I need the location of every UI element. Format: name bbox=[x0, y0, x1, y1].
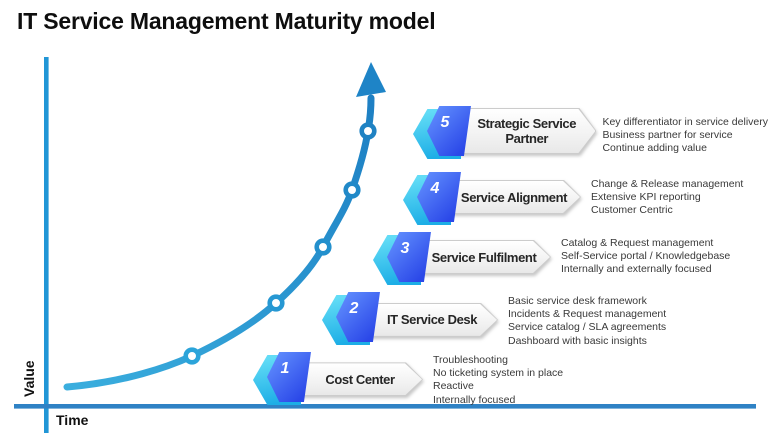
x-axis-label: Time bbox=[56, 412, 89, 428]
curve-marker bbox=[359, 122, 377, 140]
curve-marker bbox=[183, 347, 201, 365]
level-badge: 1 bbox=[253, 352, 311, 405]
level-number: 5 bbox=[440, 114, 450, 131]
level-title: Strategic Service Partner bbox=[477, 115, 577, 146]
banner-fill bbox=[292, 363, 422, 395]
level-banner: Service Alignment bbox=[441, 180, 581, 214]
maturity-level-2: 2 IT Service Desk Basic service desk fra… bbox=[322, 292, 666, 348]
level-title: Service Alignment bbox=[460, 189, 568, 205]
level-banner: Strategic Service Partner bbox=[451, 108, 596, 154]
level-title: Cost Center bbox=[325, 371, 395, 387]
level-description: Key differentiator in service delivery B… bbox=[602, 116, 768, 155]
banner-fill bbox=[361, 304, 497, 336]
level-number: 1 bbox=[280, 360, 290, 377]
maturity-level-1: 1 Cost Center Troubleshooting No ticketi… bbox=[253, 352, 563, 407]
maturity-level-4: 4 Service Alignment Change & Release man… bbox=[403, 172, 744, 225]
curve-arrowhead-icon bbox=[356, 62, 386, 97]
level-title: IT Service Desk bbox=[386, 312, 478, 328]
level-number: 3 bbox=[400, 240, 410, 257]
curve-marker bbox=[314, 238, 332, 256]
level-description: Change & Release management Extensive KP… bbox=[591, 178, 744, 217]
curve-markers bbox=[183, 122, 377, 365]
level-description: Troubleshooting No ticketing system in p… bbox=[433, 354, 564, 406]
maturity-level-3: 3 Service Fulfilment Catalog & Request m… bbox=[373, 232, 731, 285]
level-badge: 5 bbox=[413, 106, 471, 159]
banner-fill bbox=[442, 181, 580, 213]
level-number: 2 bbox=[349, 300, 359, 317]
level-banner: Service Fulfilment bbox=[411, 240, 551, 274]
x-axis-line bbox=[14, 404, 756, 409]
level-description: Basic service desk framework Incidents &… bbox=[508, 295, 667, 347]
level-badge: 4 bbox=[403, 172, 461, 225]
level-number: 4 bbox=[430, 180, 440, 197]
level-badge: 2 bbox=[322, 292, 380, 345]
curve-marker bbox=[343, 181, 361, 199]
level-banner: IT Service Desk bbox=[360, 303, 498, 337]
y-axis-line bbox=[44, 57, 49, 433]
page-title: IT Service Management Maturity model bbox=[17, 8, 436, 34]
curve-marker bbox=[267, 294, 285, 312]
y-axis-label: Value bbox=[21, 360, 37, 397]
level-title: Service Fulfilment bbox=[431, 249, 537, 265]
banner-fill bbox=[412, 241, 550, 273]
maturity-level-5: 5 Strategic Service Partner Key differen… bbox=[413, 106, 768, 159]
level-description: Catalog & Request management Self-Servic… bbox=[561, 237, 731, 276]
level-badge: 3 bbox=[373, 232, 431, 285]
banner-fill bbox=[452, 109, 595, 153]
level-banner: Cost Center bbox=[291, 362, 423, 396]
